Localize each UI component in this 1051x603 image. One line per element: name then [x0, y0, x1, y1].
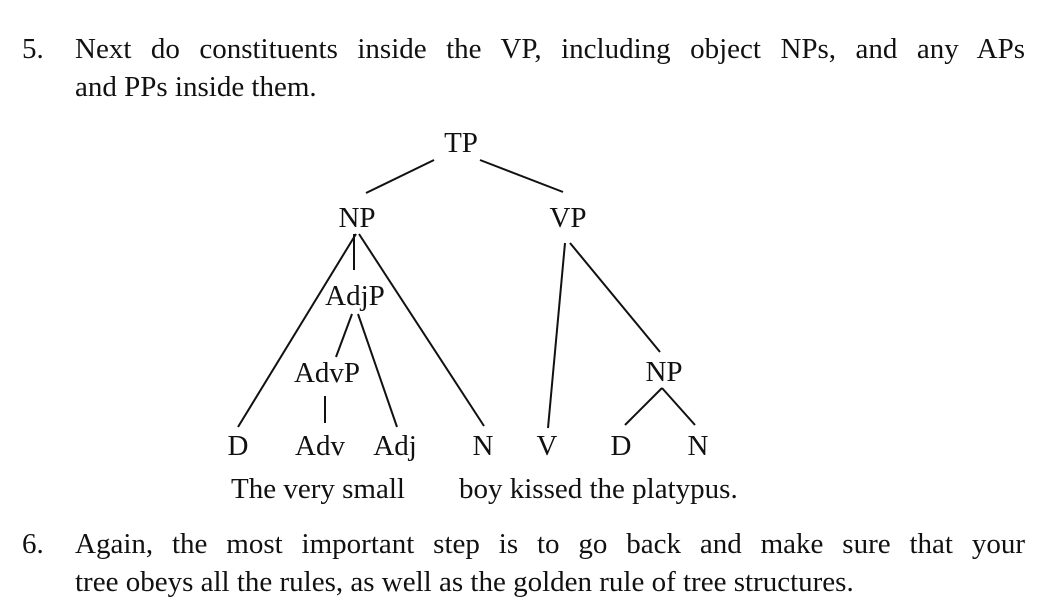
item-text-line-2: and PPs inside them. — [75, 71, 317, 103]
edge-vp-v — [547, 242, 566, 429]
item-text-line-1: Next do constituents inside the VP, incl… — [75, 33, 1025, 65]
node-d1: D — [228, 430, 249, 462]
edge-tp-vp — [479, 159, 564, 193]
item-text: Next do constituents inside the VP, incl… — [75, 30, 1025, 106]
node-v: V — [537, 430, 558, 462]
item-text-line-2: tree obeys all the rules, as well as the… — [75, 566, 854, 598]
item-text-line-1: Again, the most important step is to go … — [75, 528, 1025, 560]
item-text: Again, the most important step is to go … — [75, 525, 1025, 601]
item-number: 6. — [22, 528, 44, 560]
node-advp: AdvP — [294, 357, 360, 389]
edge-vp-np — [569, 242, 661, 353]
node-np-object: NP — [645, 356, 682, 388]
node-adj: Adj — [373, 430, 417, 462]
node-d2: D — [611, 430, 632, 462]
edge-np-d2 — [624, 387, 663, 426]
sentence-part-2: boy kissed the platypus. — [459, 473, 738, 505]
edge-np-n — [358, 233, 485, 427]
node-adjp: AdjP — [325, 280, 385, 312]
edge-np-n2 — [661, 387, 696, 426]
node-np-subject: NP — [338, 202, 375, 234]
node-n2: N — [688, 430, 709, 462]
node-vp: VP — [549, 202, 586, 234]
edge-adjp-advp — [335, 313, 353, 358]
node-n1: N — [473, 430, 494, 462]
edge-adjp-adj — [357, 313, 398, 428]
edge-tp-np — [365, 159, 435, 194]
sentence-part-1: The very small — [231, 473, 405, 505]
node-adv: Adv — [295, 430, 345, 462]
item-number: 5. — [22, 33, 44, 65]
edge-np-d — [237, 233, 357, 428]
node-tp: TP — [444, 127, 478, 159]
